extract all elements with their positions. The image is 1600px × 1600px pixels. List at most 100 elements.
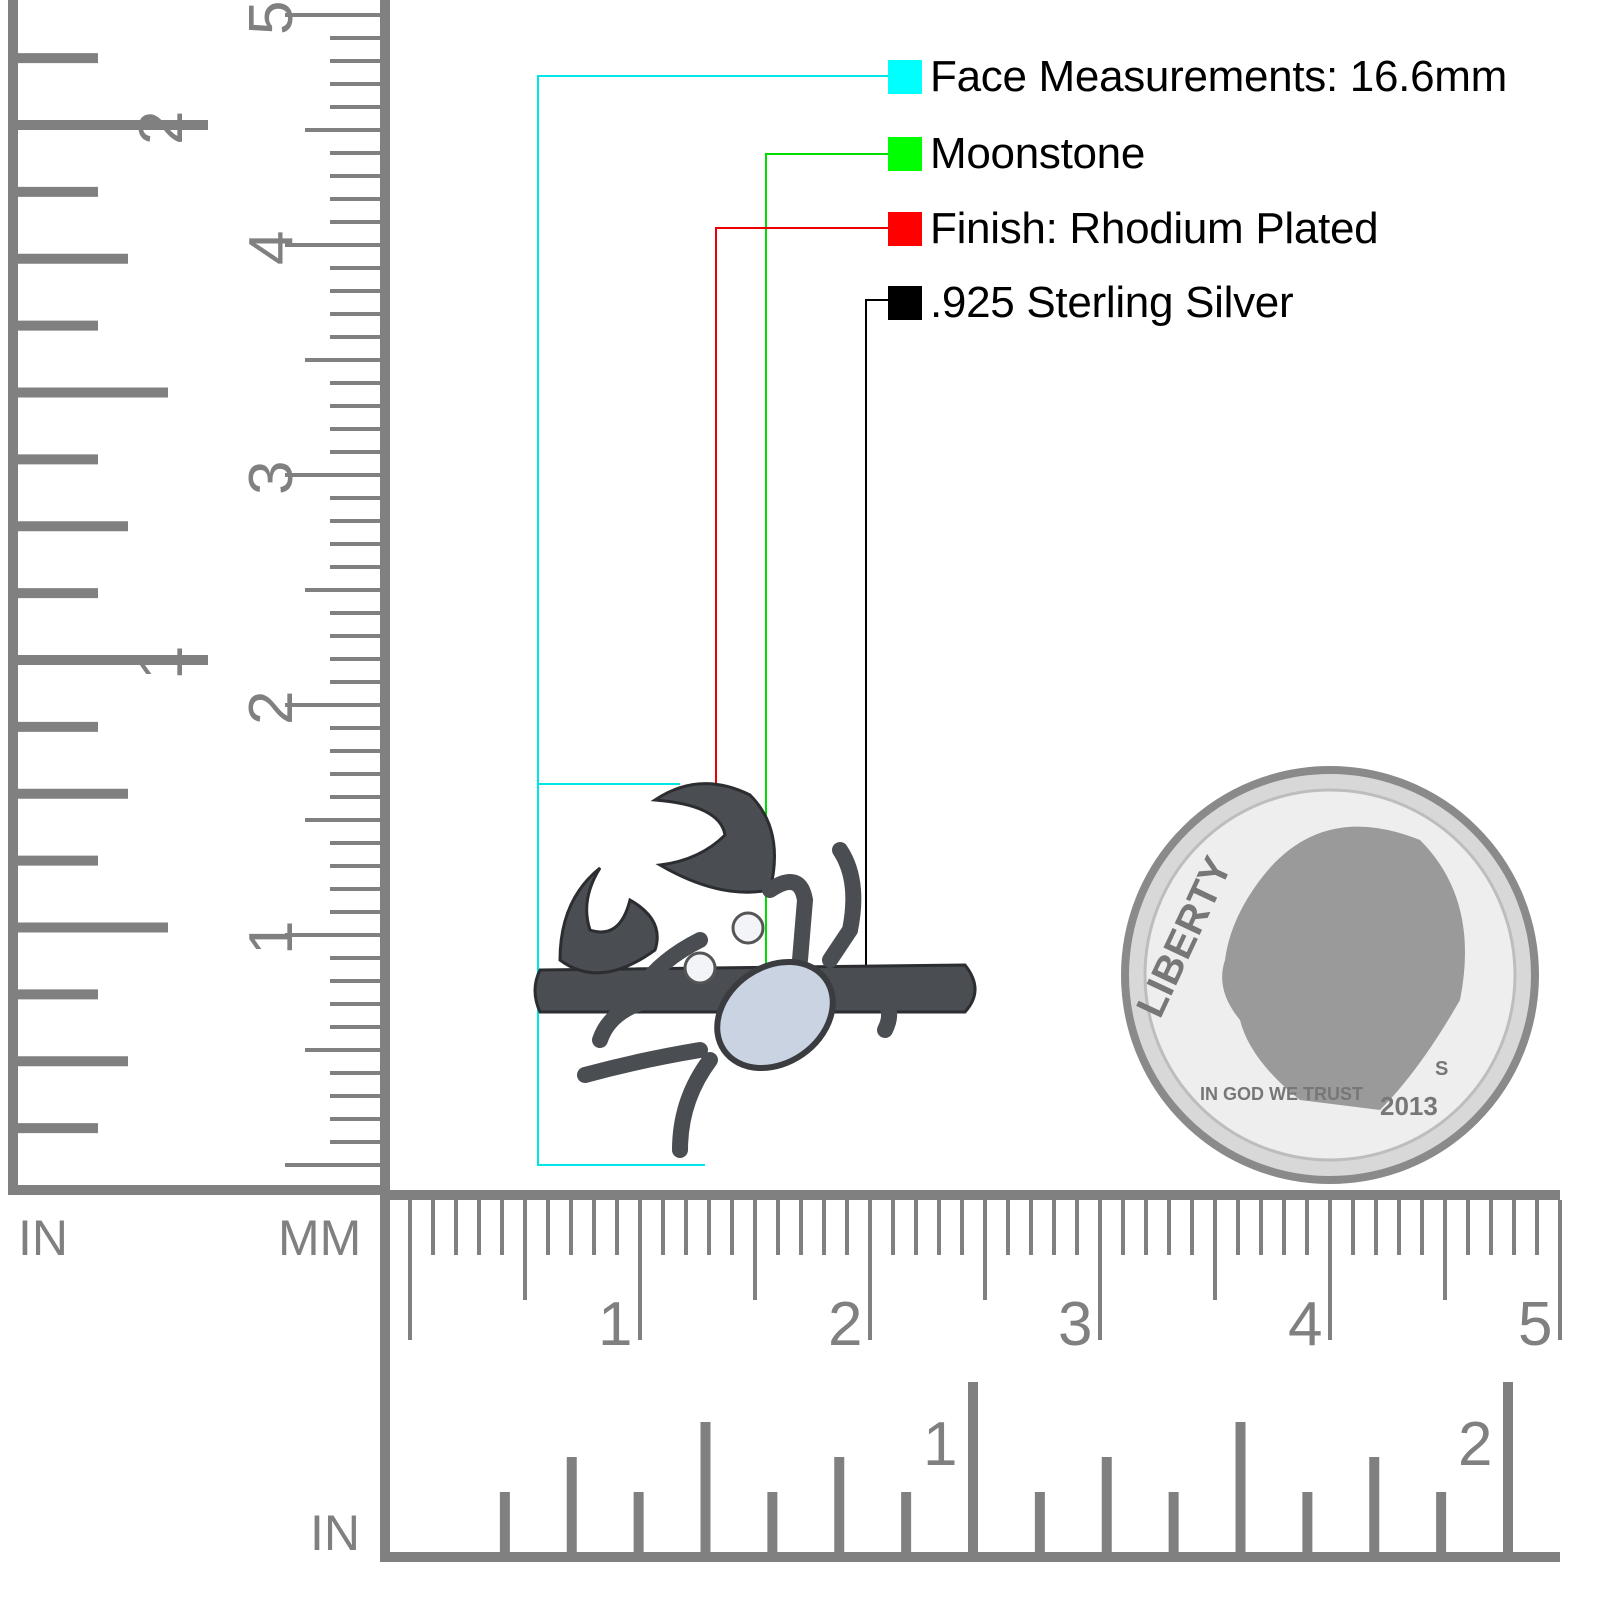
- mm-tick: [330, 105, 380, 109]
- coin-mint: S: [1435, 1058, 1448, 1080]
- inch-tick: [18, 922, 168, 933]
- left-ruler-bottom-edge: [8, 1185, 390, 1195]
- mm-tick: [330, 1094, 380, 1098]
- inch-tick: [1235, 1422, 1246, 1552]
- mm-tick: [730, 1200, 734, 1255]
- mm-tick: [285, 243, 380, 247]
- left-inch-number: 2: [127, 111, 196, 145]
- mm-tick: [330, 519, 380, 523]
- mm-tick: [1236, 1200, 1240, 1255]
- mm-tick: [285, 703, 380, 707]
- moonstone-leader: [765, 153, 888, 1018]
- left-ruler-edge: [8, 0, 18, 1195]
- mm-tick: [330, 772, 380, 776]
- moonstone-gem: [714, 958, 836, 1072]
- mm-tick: [330, 404, 380, 408]
- mm-tick: [330, 795, 380, 799]
- mm-tick: [330, 1117, 380, 1121]
- mm-tick: [753, 1200, 757, 1300]
- mm-tick: [1075, 1200, 1079, 1255]
- left-mm-number: 4: [237, 231, 306, 265]
- mm-tick: [1328, 1200, 1332, 1340]
- mm-tick: [500, 1200, 504, 1255]
- inch-tick: [18, 788, 128, 799]
- roosevelt-portrait: [1222, 826, 1465, 1110]
- mm-tick: [523, 1200, 527, 1300]
- mm-tick: [1190, 1200, 1194, 1255]
- mm-tick: [1029, 1200, 1033, 1255]
- inch-tick: [1436, 1492, 1447, 1552]
- leader-lines: [537, 75, 888, 1166]
- face-measure-leader: [537, 75, 888, 1166]
- mm-tick: [1213, 1200, 1217, 1300]
- crab-ring: [533, 782, 977, 1158]
- inch-tick: [18, 855, 98, 866]
- inch-tick: [18, 120, 208, 130]
- inch-tick: [18, 387, 168, 398]
- mm-tick: [330, 427, 380, 431]
- mm-tick: [1305, 1200, 1309, 1255]
- mm-tick: [330, 312, 380, 316]
- inch-tick: [968, 1382, 978, 1552]
- inch-tick: [18, 1123, 98, 1134]
- inch-tick: [18, 721, 98, 732]
- mm-tick: [1512, 1200, 1516, 1255]
- left-mm-number: 3: [237, 461, 306, 495]
- left-ruler: [8, 0, 390, 1195]
- inch-tick: [18, 186, 98, 197]
- mm-tick: [330, 1002, 380, 1006]
- mm-tick: [1535, 1200, 1539, 1255]
- mm-tick: [799, 1200, 803, 1255]
- bottom-mm-number: 3: [1058, 1290, 1092, 1359]
- green-swatch: [888, 137, 922, 171]
- mm-tick: [1259, 1200, 1263, 1255]
- mm-tick: [330, 1140, 380, 1144]
- mm-tick: [431, 1200, 435, 1255]
- dime-coin: LIBERTY IN GOD WE TRUST 2013 S: [1121, 766, 1539, 1184]
- mm-tick: [330, 1025, 380, 1029]
- black-swatch: [888, 286, 922, 320]
- inch-tick: [18, 253, 128, 264]
- mm-tick: [1052, 1200, 1056, 1255]
- mm-tick: [914, 1200, 918, 1255]
- inch-tick: [18, 521, 128, 532]
- inch-tick: [1168, 1492, 1179, 1552]
- left-mm-label: MM: [278, 1210, 361, 1266]
- mm-tick: [330, 381, 380, 385]
- mm-tick: [1121, 1200, 1125, 1255]
- inch-tick: [18, 53, 98, 64]
- inch-tick: [18, 655, 208, 665]
- inch-tick: [18, 454, 98, 465]
- legend-face-measurements: Face Measurements: 16.6mm: [888, 52, 1507, 101]
- inch-tick: [18, 320, 98, 331]
- mm-tick: [330, 36, 380, 40]
- mm-tick: [937, 1200, 941, 1255]
- mm-tick: [1098, 1200, 1102, 1340]
- inch-tick: [18, 989, 98, 1000]
- bottom-mm-number: 5: [1518, 1290, 1552, 1359]
- bottom-inch-number: 1: [923, 1410, 957, 1479]
- mm-tick: [592, 1200, 596, 1255]
- mm-tick: [305, 1048, 380, 1052]
- cyan-swatch: [888, 60, 922, 94]
- mm-tick: [330, 680, 380, 684]
- mm-tick: [285, 473, 380, 477]
- coin-year: 2013: [1380, 1091, 1438, 1121]
- mm-tick: [330, 59, 380, 63]
- mm-tick: [1351, 1200, 1355, 1255]
- left-mm-number: 2: [237, 691, 306, 725]
- legend-finish: Finish: Rhodium Plated: [888, 204, 1379, 253]
- mm-tick: [661, 1200, 665, 1255]
- mm-tick: [330, 749, 380, 753]
- mm-tick: [285, 933, 380, 937]
- mm-tick: [330, 611, 380, 615]
- mm-tick: [330, 887, 380, 891]
- left-in-label: IN: [18, 1210, 68, 1266]
- mm-tick: [330, 151, 380, 155]
- mm-tick: [1374, 1200, 1378, 1255]
- mm-tick: [1144, 1200, 1148, 1255]
- mm-tick: [330, 220, 380, 224]
- mm-tick: [330, 496, 380, 500]
